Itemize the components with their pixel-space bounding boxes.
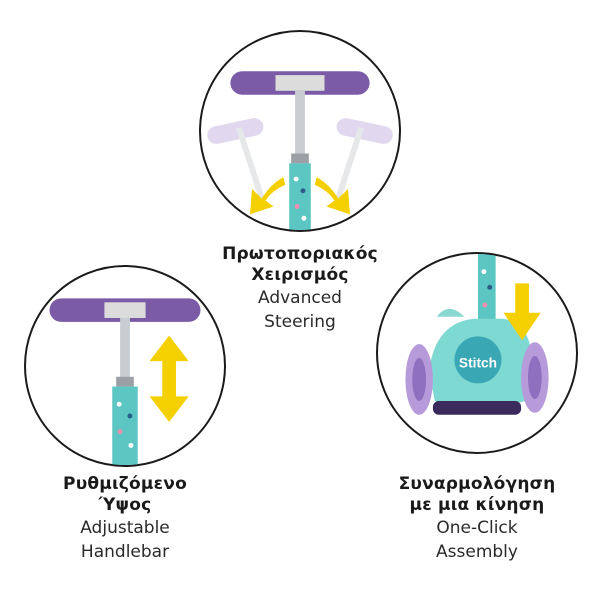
steering-subtitle: Advanced Steering: [258, 288, 342, 332]
down-arrow-icon: [503, 283, 541, 341]
tilted-handle-right: [334, 118, 393, 204]
arrow-left-icon: [250, 177, 286, 215]
handlebar-title: Ρυθμιζόμενο Ύψος: [63, 474, 187, 515]
tilted-handle-left: [207, 118, 266, 204]
stitch-badge: [454, 336, 502, 384]
stem-tube: [289, 163, 311, 230]
handlebar-image: [24, 265, 226, 467]
handlebar-subtitle: Adjustable Handlebar: [80, 518, 170, 562]
stem: [295, 90, 305, 160]
badge-text: Stitch: [459, 356, 497, 371]
arrow-right-icon: [314, 177, 350, 215]
height-arrow-icon: [149, 335, 189, 422]
assembly-image: Stitch: [376, 252, 578, 454]
steering-title: Πρωτοποριακός Χειρισμός: [222, 244, 378, 285]
scooter-steering-illustration: [207, 71, 393, 230]
steering-image: [199, 30, 401, 232]
assembly-title: Συναρμολόγηση με μια κίνηση: [398, 474, 556, 515]
scooter-assembly-illustration: Stitch: [405, 254, 549, 415]
assembly-subtitle: One-Click Assembly: [436, 518, 518, 562]
scooter-handlebar-illustration: [49, 298, 201, 465]
stem-tube: [112, 386, 138, 465]
stem: [120, 317, 130, 381]
stem-tube: [477, 254, 496, 323]
